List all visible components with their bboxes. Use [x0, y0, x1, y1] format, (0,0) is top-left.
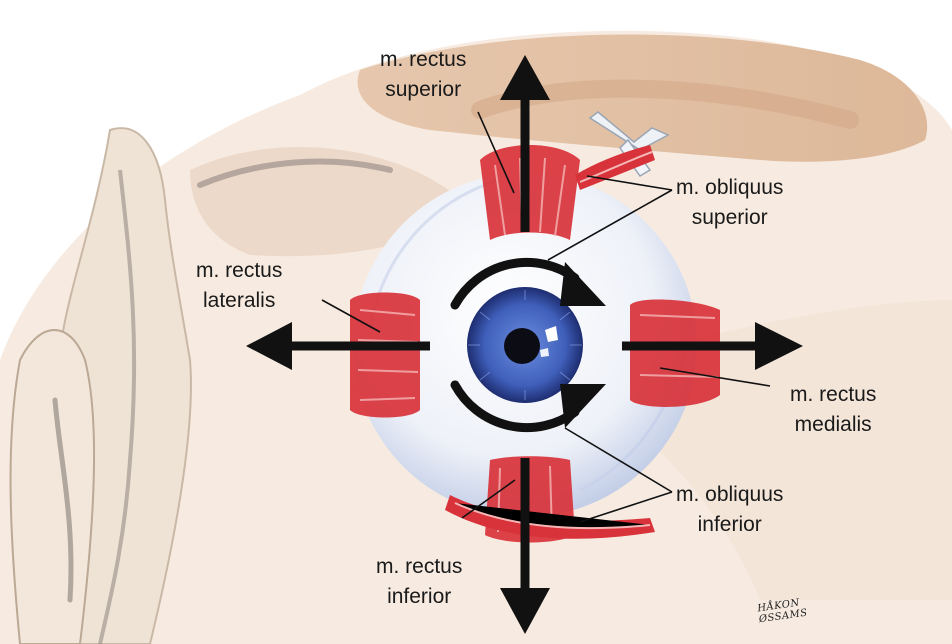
label-line: m. rectus	[196, 256, 282, 286]
label-line: superior	[380, 75, 466, 105]
label-line: m. rectus	[376, 552, 462, 582]
label-rectus-lateralis: m. rectus lateralis	[196, 256, 282, 316]
label-obliquus-inferior: m. obliquus inferior	[676, 480, 783, 540]
label-rectus-medialis: m. rectus medialis	[790, 380, 876, 440]
rectus-superior-muscle	[480, 145, 580, 240]
label-line: m. obliquus	[676, 480, 783, 510]
label-line: superior	[676, 203, 783, 233]
zygomatic-bone	[11, 128, 191, 644]
pupil	[504, 328, 540, 364]
label-line: m. rectus	[790, 380, 876, 410]
label-rectus-superior: m. rectus superior	[380, 45, 466, 105]
label-line: medialis	[790, 410, 876, 440]
label-obliquus-superior: m. obliquus superior	[676, 173, 783, 233]
label-line: m. obliquus	[676, 173, 783, 203]
label-line: lateralis	[196, 286, 282, 316]
label-line: inferior	[376, 582, 462, 612]
label-line: inferior	[676, 510, 783, 540]
label-line: m. rectus	[380, 45, 466, 75]
label-rectus-inferior: m. rectus inferior	[376, 552, 462, 612]
